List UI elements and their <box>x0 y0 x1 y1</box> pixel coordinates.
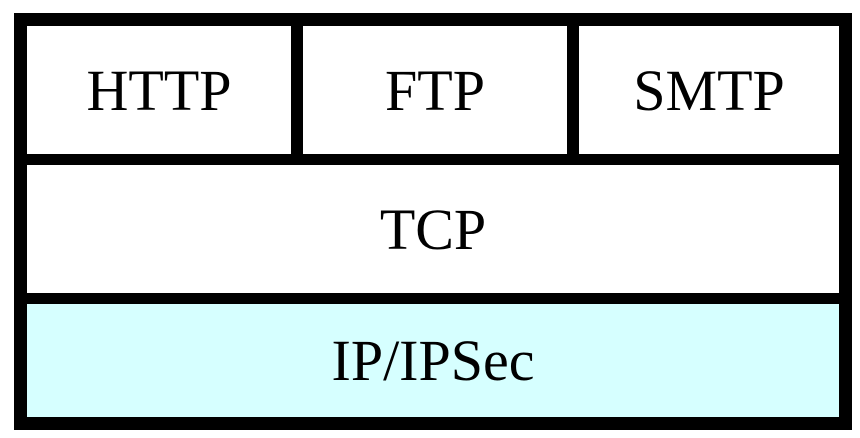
ipsec-protocol-box: IP/IPSec <box>27 304 839 417</box>
http-protocol-box: HTTP <box>27 26 291 154</box>
protocol-stack-diagram: HTTP FTP SMTP TCP IP/IPSec <box>14 13 852 430</box>
transport-layer-row: TCP <box>27 165 839 293</box>
ftp-protocol-box: FTP <box>303 26 567 154</box>
tcp-protocol-box: TCP <box>27 165 839 293</box>
application-layer-row: HTTP FTP SMTP <box>27 26 839 154</box>
network-layer-row: IP/IPSec <box>27 304 839 417</box>
smtp-protocol-box: SMTP <box>579 26 839 154</box>
